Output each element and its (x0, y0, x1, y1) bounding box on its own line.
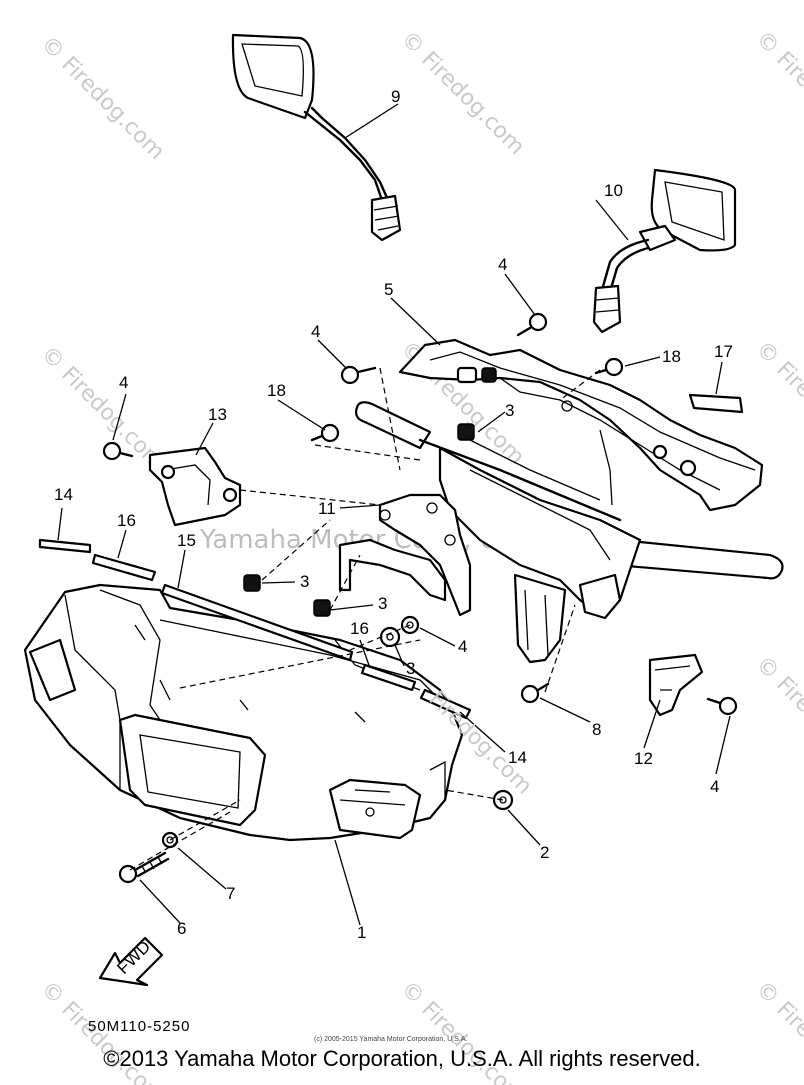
assembly-lines (129, 367, 601, 871)
callout-label: 4 (710, 777, 719, 796)
bracket-stay (338, 493, 472, 617)
watermark: © Firedog.com (396, 27, 529, 160)
callout-label: 17 (714, 342, 733, 361)
callout-label: 15 (177, 531, 196, 550)
diagram-code: 50M110-5250 (88, 1018, 190, 1035)
callout-label: 18 (662, 347, 681, 366)
callout-label: 3 (300, 572, 309, 591)
bracket-left (148, 446, 242, 527)
fasteners (102, 312, 738, 884)
callout-label: 2 (540, 843, 549, 862)
callout-label: 9 (391, 87, 400, 106)
callout-labels: 9 10 4 5 4 18 17 4 13 18 3 11 14 16 15 3… (54, 87, 733, 942)
bracket-right (648, 653, 704, 717)
callout-label: 5 (384, 280, 393, 299)
callout-label: 14 (54, 485, 73, 504)
mirror-left (231, 33, 402, 242)
callout-label: 14 (508, 748, 527, 767)
callout-label: 11 (318, 499, 336, 518)
mirror-right (592, 168, 737, 334)
callout-label: 4 (458, 637, 467, 656)
watermark: © Firedog.com (751, 337, 804, 470)
small-copyright: (c) 2005-2015 Yamaha Motor Corporation, … (314, 1036, 467, 1043)
callout-label: 1 (357, 923, 366, 942)
callout-label: 4 (498, 255, 507, 274)
callout-label: 4 (311, 322, 320, 341)
fwd-arrow-icon: FWD (98, 936, 164, 987)
callout-label: 6 (177, 919, 186, 938)
callout-label: 10 (604, 181, 623, 200)
watermark: © Firedog.com (751, 652, 804, 785)
callout-label: 16 (117, 511, 136, 530)
handlebar-assembly (355, 401, 784, 664)
callout-label: 12 (634, 749, 653, 768)
trim-strips (38, 538, 472, 720)
front-fairing (23, 583, 464, 842)
callout-label: 18 (267, 381, 286, 400)
callout-label: 16 (350, 619, 369, 638)
upper-cover-assembly (398, 338, 764, 512)
callout-label: 3 (505, 401, 514, 420)
watermark: © Firedog.com (751, 27, 804, 160)
callout-label: 3 (406, 659, 415, 678)
callout-label: 7 (226, 884, 235, 903)
copyright-notice: ©2013 Yamaha Motor Corporation, U.S.A. A… (103, 1046, 701, 1071)
callout-label: 3 (378, 594, 387, 613)
leader-lines (57, 103, 731, 926)
watermark: © Firedog.com (36, 32, 169, 165)
callout-label: 4 (119, 373, 128, 392)
callout-label: 8 (592, 720, 601, 739)
callout-label: 13 (208, 405, 227, 424)
